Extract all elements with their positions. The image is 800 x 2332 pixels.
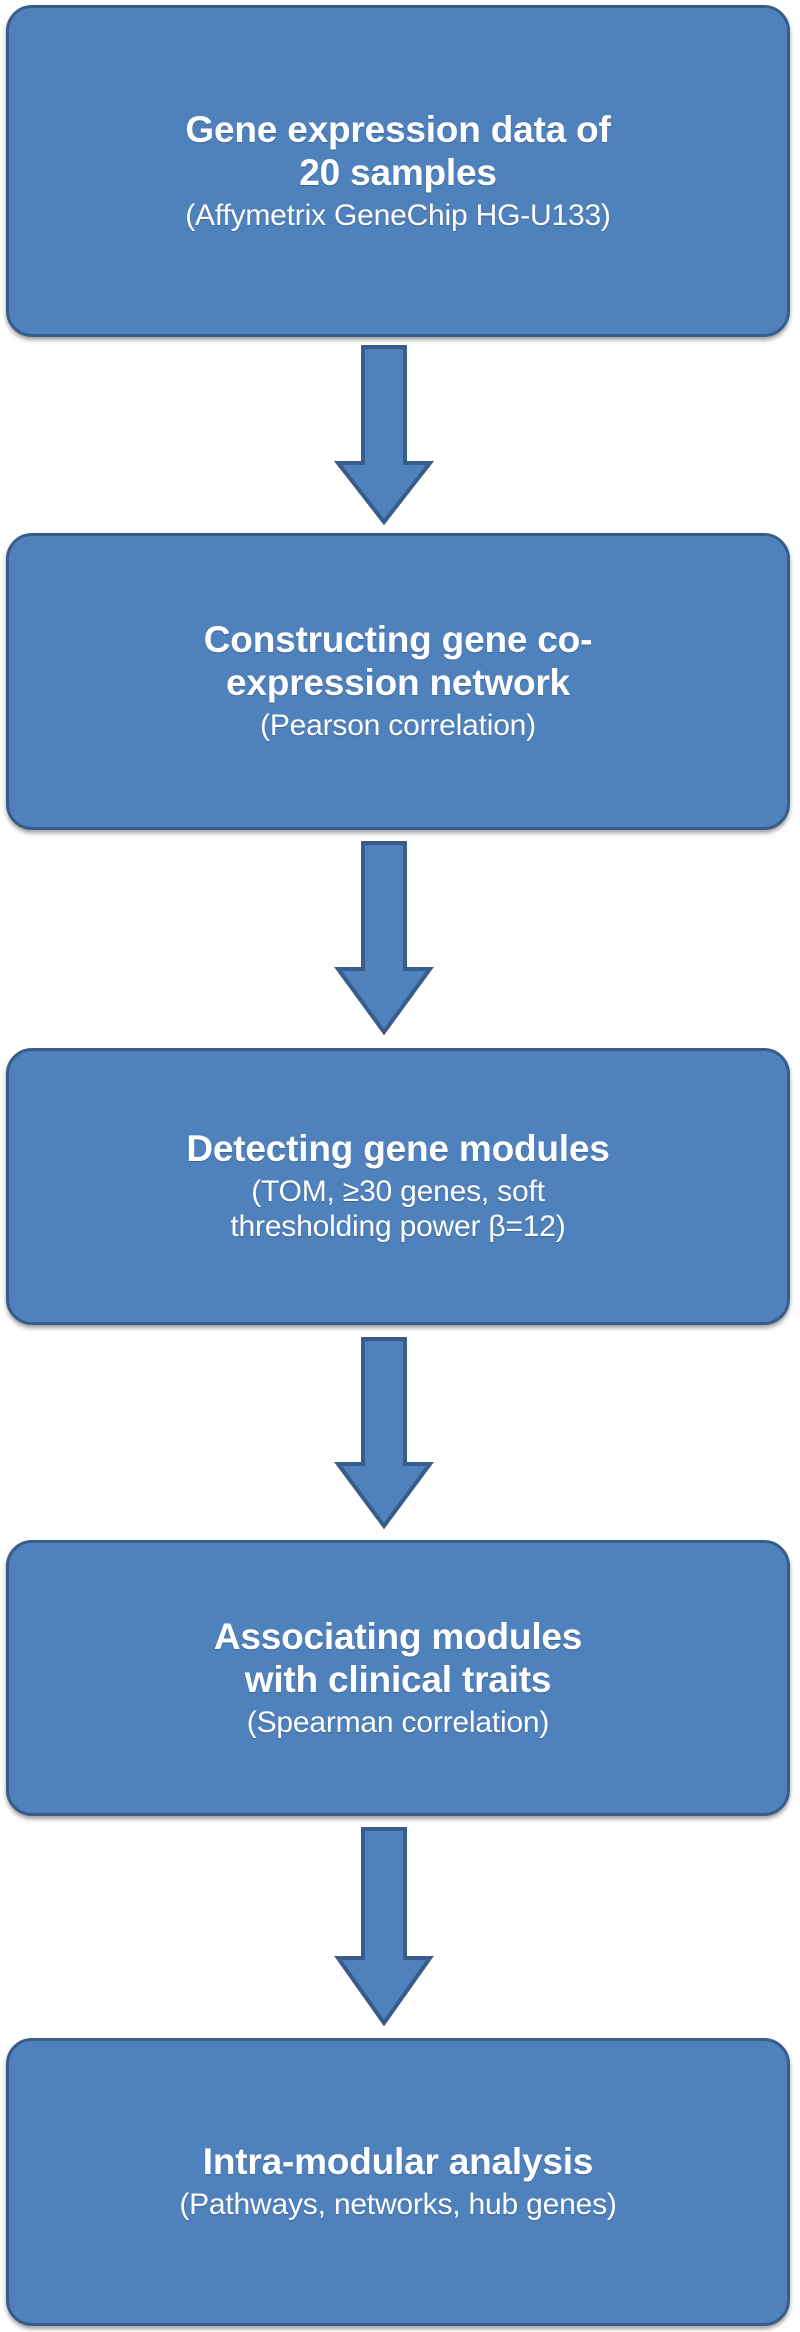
node-subtitle: (Affymetrix GeneChip HG-U133) (185, 198, 611, 232)
node-subtitle: (Pearson correlation) (260, 709, 536, 743)
flowchart-node-detecting-modules[interactable]: Detecting gene modules (TOM, ≥30 genes, … (6, 1048, 790, 1325)
node-title: Detecting gene modules (186, 1128, 610, 1170)
node-title: Constructing gene co-expression network (203, 619, 593, 704)
flowchart-node-constructing-network[interactable]: Constructing gene co-expression network … (6, 533, 790, 830)
down-arrow-icon-1 (333, 345, 435, 526)
flowchart-node-intra-modular-analysis[interactable]: Intra-modular analysis (Pathways, networ… (6, 2038, 790, 2326)
node-subtitle: (Spearman correlation) (246, 1705, 550, 1739)
down-arrow-icon-2 (334, 841, 434, 1036)
down-arrow-icon-4 (334, 1827, 434, 2027)
node-title: Intra-modular analysis (202, 2141, 594, 2183)
down-arrow-icon-3 (334, 1337, 434, 1530)
node-subtitle: (Pathways, networks, hub genes) (179, 2188, 617, 2222)
